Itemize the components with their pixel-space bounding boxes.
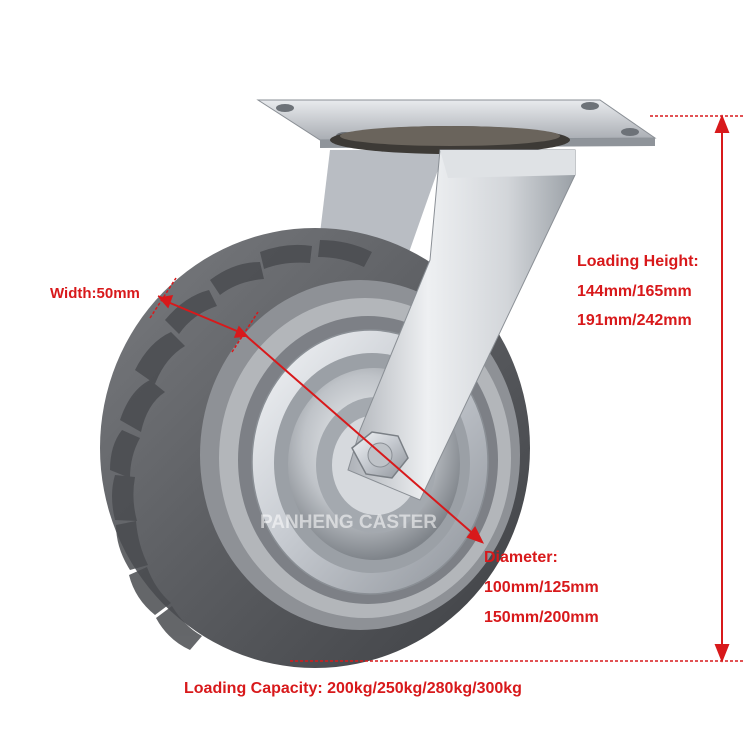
fork-front-leg [347,149,576,501]
diameter-values-2: 150mm/200mm [484,609,599,626]
diameter-title: Diameter: [484,549,558,566]
watermark-text: PANHENG CASTER [260,512,437,533]
width-label: Width:50mm [50,285,140,302]
loading-capacity-prefix: Loading Capacity: [184,680,328,697]
loading-capacity-values: 200kg/250kg/280kg/300kg [327,680,522,697]
loading-capacity-label: Loading Capacity: 200kg/250kg/280kg/300k… [184,681,522,697]
loading-height-values-1: 144mm/165mm [577,283,692,300]
top-mounting-plate [256,99,657,154]
height-dimension-line [290,114,745,663]
loading-height-title: Loading Height: [577,253,699,270]
loading-height-values-2: 191mm/242mm [577,312,692,329]
diameter-dimension-line [243,333,485,544]
axle-nut [351,431,409,479]
diameter-values-1: 100mm/125mm [484,579,599,596]
width-dimension-line [149,277,259,353]
